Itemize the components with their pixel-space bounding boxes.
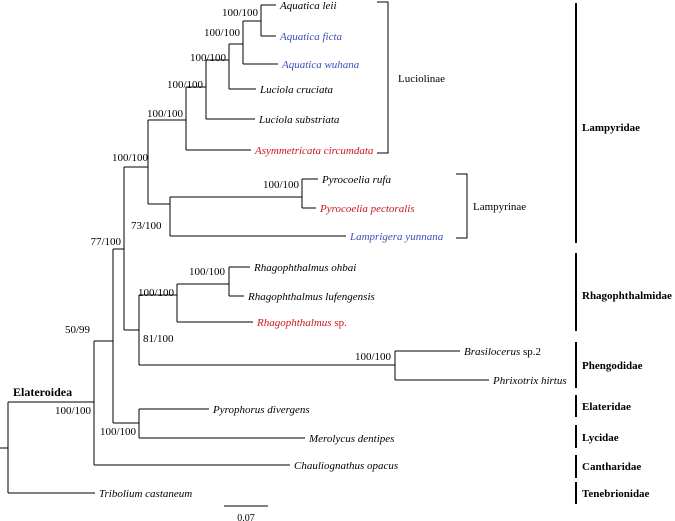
family-label: Phengodidae: [582, 360, 643, 372]
tip-label: Luciola cruciata: [259, 84, 334, 96]
tip-label: Lamprigera yunnana: [349, 231, 444, 243]
family-label: Cantharidae: [582, 461, 641, 473]
support-value: 100/100: [100, 426, 137, 438]
support-value: 100/100: [355, 351, 392, 363]
tip-label: Rhagophthalmus ohbai: [253, 262, 356, 274]
tip-label: Rhagophthalmus sp.: [256, 317, 347, 329]
tip-labels: Aquatica leii Aquatica ficta Aquatica wu…: [99, 0, 567, 500]
family-label: Rhagophthalmidae: [582, 290, 672, 302]
tip-label: Aquatica leii: [279, 0, 337, 12]
support-value: 77/100: [90, 236, 121, 248]
support-value: 81/100: [143, 333, 174, 345]
support-value: 100/100: [263, 179, 300, 191]
support-value: 100/100: [204, 27, 241, 39]
support-value: 100/100: [167, 79, 204, 91]
tip-label: Asymmetricata circumdata: [254, 145, 374, 157]
root-label: Elateroidea: [13, 385, 72, 399]
subfamily-label: Lampyrinae: [473, 201, 526, 213]
tip-label: Phrixotrix hirtus: [492, 375, 567, 387]
tip-label: Aquatica ficta: [279, 31, 343, 43]
tree-stems: [0, 4, 489, 494]
tip-label: Merolycus dentipes: [308, 433, 394, 445]
support-value: 100/100: [55, 405, 92, 417]
support-value: 100/100: [189, 266, 226, 278]
support-value: 73/100: [131, 220, 162, 232]
luciolinae-bracket: [377, 1, 389, 154]
scale-bar: 0.07: [224, 505, 268, 521]
support-value: 50/99: [65, 324, 91, 336]
family-label: Lampyridae: [582, 122, 640, 134]
tip-label: Pyrophorus divergens: [212, 404, 310, 416]
tip-label: Tribolium castaneum: [99, 488, 192, 500]
support-value: 100/100: [138, 287, 175, 299]
subfamily-label: Luciolinae: [398, 73, 445, 85]
family-label: Elateridae: [582, 401, 631, 413]
support-value: 100/100: [147, 108, 184, 120]
family-label: Lycidae: [582, 432, 619, 444]
tip-label: Brasilocerus sp.2: [464, 346, 541, 358]
tip-label: Rhagophthalmus lufengensis: [247, 291, 375, 303]
tip-label: Chauliognathus opacus: [294, 460, 398, 472]
tip-label: Aquatica wuhana: [281, 59, 360, 71]
subfamily-brackets: Luciolinae Lampyrinae: [377, 1, 526, 239]
support-value: 100/100: [190, 52, 227, 64]
lampyrinae-bracket: [456, 173, 468, 239]
family-bars: Lampyridae Rhagophthalmidae Phengodidae …: [575, 3, 672, 504]
support-value: 100/100: [222, 7, 259, 19]
support-value: 100/100: [112, 152, 149, 164]
tip-label: Luciola substriata: [258, 114, 340, 126]
tip-label: Pyrocoelia pectoralis: [319, 203, 415, 215]
tip-label: Pyrocoelia rufa: [321, 174, 391, 186]
scale-bar-label: 0.07: [237, 513, 255, 521]
family-label: Tenebrionidae: [582, 488, 650, 500]
support-values: 100/100 100/100 100/100 100/100 100/100 …: [55, 7, 391, 438]
